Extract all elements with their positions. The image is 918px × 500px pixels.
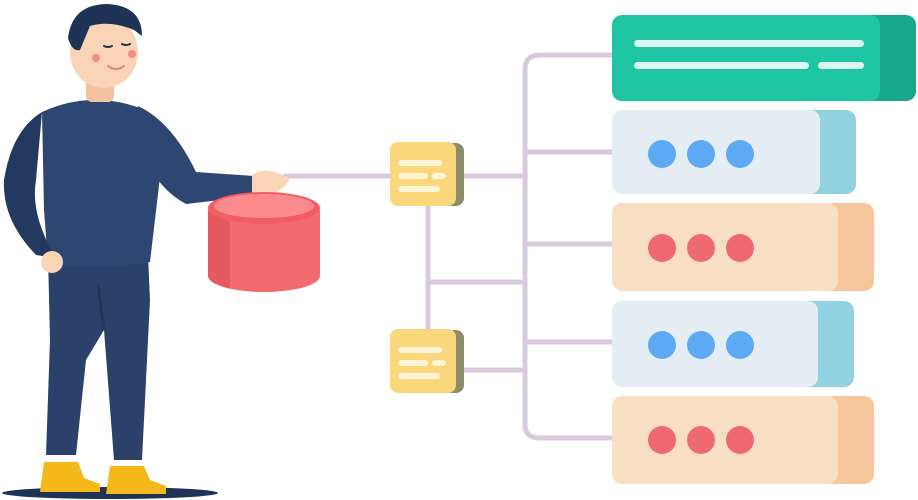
pants (46, 255, 150, 460)
server-unit-peach-2 (612, 396, 874, 484)
server-rack (612, 15, 916, 484)
right-hand (252, 170, 290, 196)
status-dot (687, 140, 715, 168)
right-arm (138, 106, 254, 204)
connector-lines (282, 52, 615, 441)
status-dot (687, 426, 715, 454)
right-shoe (106, 466, 166, 494)
status-dot (726, 426, 754, 454)
database-icon (208, 192, 320, 292)
server-unit-blue-1 (612, 110, 856, 194)
server-unit-header (612, 15, 916, 101)
server-unit-blue-2 (612, 301, 854, 387)
head (68, 4, 142, 88)
document-card-upper (390, 142, 464, 206)
status-dot (726, 331, 754, 359)
left-arm (3, 112, 56, 258)
status-dot (648, 331, 676, 359)
status-dot (648, 234, 676, 262)
left-hand (41, 251, 63, 273)
server-unit-peach-1 (612, 203, 874, 291)
left-shoe (40, 462, 100, 492)
status-dot (648, 140, 676, 168)
status-dot (726, 234, 754, 262)
hair (68, 4, 142, 51)
person (2, 4, 290, 499)
status-dot (687, 234, 715, 262)
status-dot (726, 140, 754, 168)
sweater (42, 99, 162, 268)
document-card-lower (390, 329, 464, 393)
status-dot (687, 331, 715, 359)
status-dot (648, 426, 676, 454)
